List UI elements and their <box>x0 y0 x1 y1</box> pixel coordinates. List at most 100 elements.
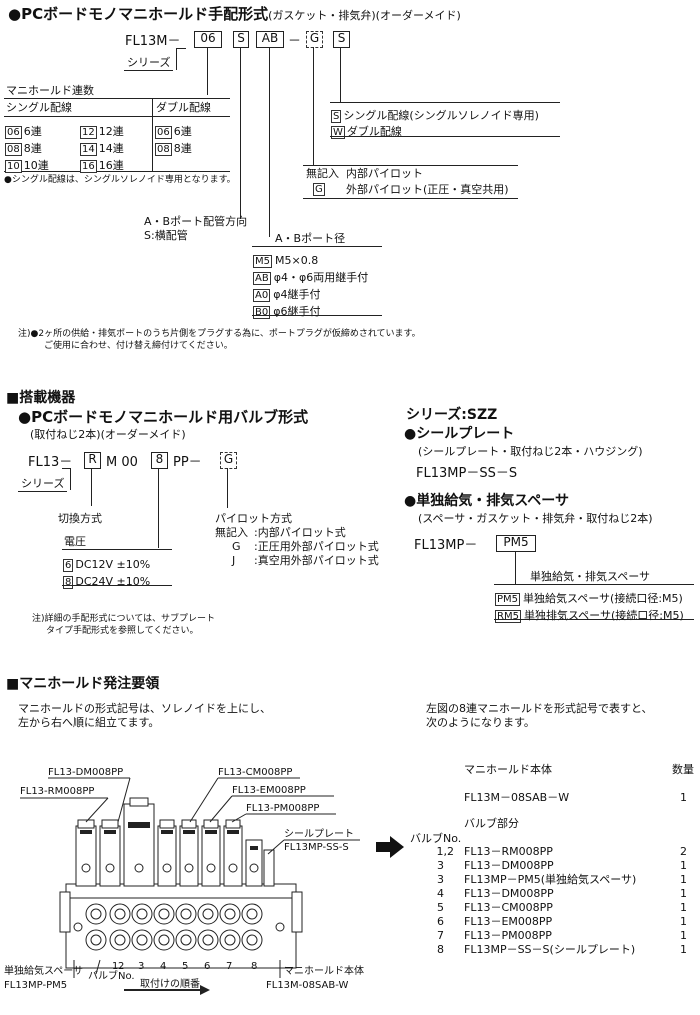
station-code: 14 <box>80 143 97 156</box>
stations-leader <box>207 47 208 95</box>
pilot-leader <box>227 468 228 508</box>
station-code: 08 <box>155 143 172 156</box>
label-valve-no: バルブNo. <box>88 971 135 982</box>
order-row-no: 3 <box>437 859 444 872</box>
order-row-code: FL13MP－SS－S(シールプレート) <box>464 943 636 956</box>
stations-heading: マニホールド連数 <box>6 84 94 97</box>
spacer-option-code: PM5 <box>495 593 521 606</box>
spacer-leader <box>515 551 516 584</box>
valve-series-leader-h <box>62 468 70 469</box>
port-code: M5 <box>253 255 272 268</box>
wiring-code: W <box>331 126 345 139</box>
label-em008pp: FL13-EM008PP <box>232 785 306 796</box>
order-row-no: 7 <box>437 929 444 942</box>
spacer-label: 単独給気・排気スペーサ <box>530 570 651 583</box>
port-label: φ6継手付 <box>273 305 321 318</box>
valve-pilot-option-b: :内部パイロット式 <box>254 526 346 539</box>
code-box-stations: 06 <box>194 31 222 48</box>
seal-plate-title: ●シールプレート <box>404 426 515 442</box>
port-code: A0 <box>253 289 271 302</box>
port-bottom-rule <box>252 315 382 316</box>
valve-series-leader <box>70 468 71 490</box>
manifold-prefix: FL13M－ <box>125 34 181 49</box>
series-label: シリーズ <box>124 55 174 71</box>
ab-direction-line2: S:横配管 <box>144 229 188 242</box>
station-number: 8 <box>251 961 258 972</box>
valve-prefix: FL13－ <box>28 455 73 470</box>
order-row-no: 6 <box>437 915 444 928</box>
valve-mid: M 00 <box>106 455 138 470</box>
spacer-title: ●単独給気・排気スペーサ <box>404 493 569 509</box>
ordering-intro-1: マニホールドの形式記号は、ソレノイドを上にし、 <box>18 702 271 715</box>
order-row-qty: 1 <box>680 929 687 942</box>
g-leader <box>313 47 314 165</box>
port-code: AB <box>253 272 271 285</box>
spacer-bottom-rule <box>494 619 694 620</box>
voltage-label: 電圧 <box>64 535 86 548</box>
switch-method-label: 切換方式 <box>58 512 102 525</box>
order-row-code: FL13－PM008PP <box>464 929 552 942</box>
valve-pilot-option-a: G <box>232 540 241 553</box>
order-row-no: 8 <box>437 943 444 956</box>
spacer-option-label: 単独排気スペーサ(接続口径:M5) <box>523 609 684 622</box>
code-box-s2: S <box>333 31 350 48</box>
seal-plate-code: FL13MP－SS－S <box>416 466 518 481</box>
valve-code-g: G <box>220 452 237 469</box>
port-plug-note-2: ご使用に合わせ、付け替え締付けてください。 <box>44 341 233 351</box>
station-number: 6 <box>204 961 211 972</box>
series-leader-h <box>176 48 186 49</box>
order-row-no: 3 <box>437 873 444 886</box>
valve-pp: PP－ <box>173 455 202 470</box>
station-label: 14連 <box>98 142 124 155</box>
subplate-note-2: タイプ手配形式を参照してください。 <box>46 626 199 636</box>
wiring-label: ダブル配線 <box>346 125 402 138</box>
order-row-qty: 1 <box>680 943 687 956</box>
manifold-form-title: ●PCボードモノマニホールド手配形式(ガスケット・排気弁)(オーダーメイド) <box>8 5 461 23</box>
label-spacer-code: FL13MP-PM5 <box>4 980 68 991</box>
voltage-code: 8 <box>63 576 74 589</box>
station-number: 2 <box>118 961 125 972</box>
order-row-qty: 1 <box>680 859 687 872</box>
single-wiring-note: ●シングル配線は、シングルソレノイド専用となります。 <box>4 175 236 185</box>
pilot-external: 外部パイロット(正圧・真空共用) <box>346 183 509 196</box>
port-heading: A・Bポート径 <box>275 232 346 245</box>
szz-series-title: シリーズ:SZZ <box>406 407 498 423</box>
stations-header-rule <box>4 116 230 117</box>
label-manifold-body: マニホールド本体 <box>284 966 364 977</box>
order-row-code: FL13－RM008PP <box>464 845 553 858</box>
manifold-assembly-drawing <box>20 777 360 995</box>
station-number: 1 <box>112 961 119 972</box>
order-qty-heading: 数量 <box>672 763 694 776</box>
order-row-qty: 1 <box>680 873 687 886</box>
ab-leader <box>269 47 270 237</box>
s2-leader <box>340 47 341 102</box>
valve-code-8: 8 <box>151 452 168 469</box>
code-box-s: S <box>233 31 249 48</box>
station-code: 06 <box>5 126 22 139</box>
valve-pilot-option-a: J <box>232 554 236 567</box>
label-pm008pp: FL13-PM008PP <box>246 803 320 814</box>
code-dash: － <box>288 34 302 49</box>
double-heading: ダブル配線 <box>156 101 211 114</box>
label-install-order: 取付けの順番 <box>140 979 200 990</box>
code-box-g: G <box>306 31 323 48</box>
port-label: φ4継手付 <box>273 288 321 301</box>
order-row-no: 4 <box>437 887 444 900</box>
valve-pilot-option-a: 無記入 <box>215 526 248 539</box>
voltage-line <box>62 549 172 550</box>
port-code: B0 <box>253 306 271 319</box>
order-row-qty: 2 <box>680 845 687 858</box>
station-number: 3 <box>138 961 145 972</box>
